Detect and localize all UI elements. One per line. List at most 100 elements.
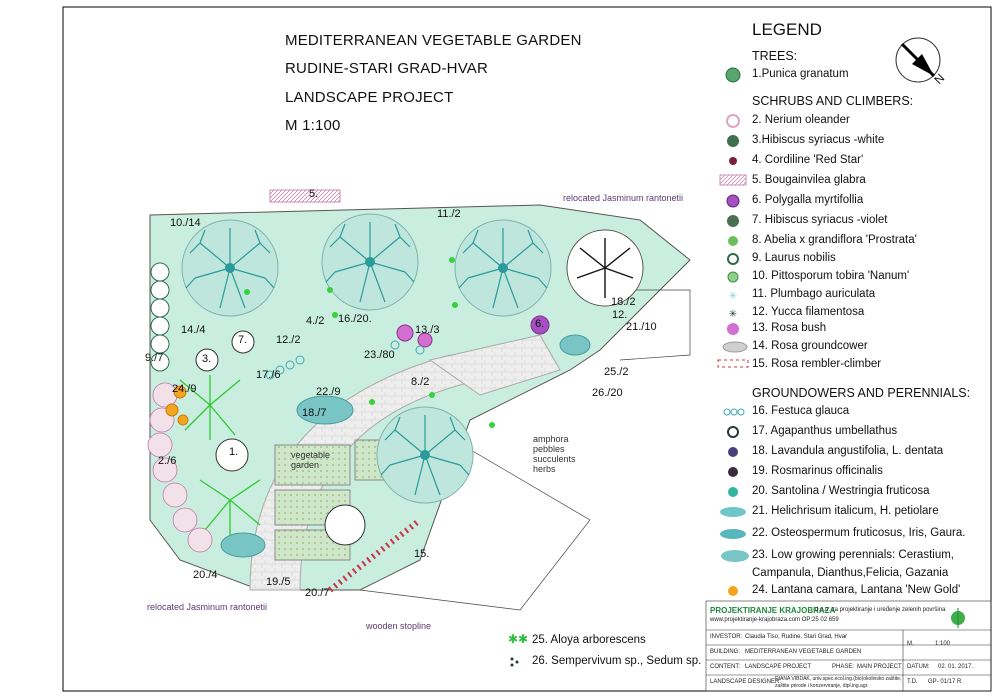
plan-label-12: 12./2 bbox=[276, 334, 301, 346]
amphora-label-2: pebbles bbox=[533, 444, 565, 454]
plan-label-16: 16./20. bbox=[338, 313, 372, 325]
legend-item-15: 15. Rosa rembler-climber bbox=[752, 358, 882, 370]
plan-label-10: 10./14 bbox=[170, 217, 201, 229]
plan-label-6: 6. bbox=[535, 318, 545, 330]
legend-item-4: 4. Cordiline 'Red Star' bbox=[752, 154, 864, 166]
veg-plot-1 bbox=[274, 444, 351, 486]
company-subtitle: d.o.o. za projektiranje i uređenje zelen… bbox=[815, 607, 946, 613]
svg-text:✳: ✳ bbox=[729, 309, 737, 320]
plan-label-11: 11./2 bbox=[437, 208, 461, 220]
designer-label: LANDSCAPE DESIGNER: bbox=[710, 679, 782, 685]
title-block-grid bbox=[705, 600, 992, 692]
legend-item-22: 22. Osteospermum fruticosus, Iris, Gaura… bbox=[752, 527, 966, 539]
legend-item-21: 21. Helichrisum italicum, H. petiolare bbox=[752, 505, 939, 517]
plan-label-9: 9./7 bbox=[145, 352, 164, 364]
tree-dark bbox=[566, 229, 644, 307]
shrub-circles bbox=[195, 330, 366, 546]
scale-value: 1:100 bbox=[935, 641, 951, 647]
designer-value-2: zaštite prirode i konzerviranje, dipl.in… bbox=[775, 683, 869, 689]
plan-label-4: 4./2 bbox=[306, 315, 325, 327]
legend-item-8: 8. Abelia x grandiflora 'Prostrata' bbox=[752, 234, 917, 246]
title-line-3: LANDSCAPE PROJECT bbox=[285, 89, 454, 106]
company-name: PROJEKTIRANJE KRAJOBRAZA bbox=[710, 606, 836, 615]
company-logo bbox=[951, 608, 965, 628]
plan-label-3: 3. bbox=[202, 353, 212, 365]
tree-4 bbox=[376, 406, 474, 504]
phase-label: PHASE: bbox=[832, 664, 855, 670]
legend-item-16: 16. Festuca glauca bbox=[752, 405, 850, 417]
bougainvillea-top bbox=[269, 189, 341, 203]
title-scale: M 1:100 bbox=[285, 117, 341, 134]
plan-label-1: 1. bbox=[229, 446, 239, 458]
plan-label-21: 21./10 bbox=[626, 321, 657, 333]
perennial-patches bbox=[220, 334, 591, 558]
legend-item-13: 13. Rosa bush bbox=[752, 322, 827, 334]
plan-label-18: 18./7 bbox=[302, 407, 327, 419]
lantana bbox=[165, 385, 189, 426]
legend-item-3: 3.Hibiscus syriacus -white bbox=[752, 134, 885, 146]
left-hedge bbox=[150, 262, 170, 372]
legend-item-23: 23. Low growing perennials: Cerastium, bbox=[752, 549, 954, 561]
legend-item-20: 20. Santolina / Westringia fruticosa bbox=[752, 485, 930, 497]
designer-value: DIANA VIBDAK, univ.spec.ecol.ing.(bio)ok… bbox=[775, 676, 902, 682]
scale-label: M. bbox=[907, 641, 914, 647]
amphora-label-4: herbs bbox=[533, 464, 556, 474]
plan-label-20a: 20./4 bbox=[193, 569, 218, 581]
legend-section-groundcovers: GROUNDOWERS AND PERENNIALS: bbox=[752, 386, 971, 400]
festuca bbox=[265, 340, 425, 380]
title-line-2: RUDINE-STARI GRAD-HVAR bbox=[285, 60, 489, 77]
green-trees bbox=[179, 375, 261, 540]
plan-label-23: 23./80 bbox=[364, 349, 395, 361]
tree-2 bbox=[321, 213, 419, 311]
phase-value: MAIN PROJECT bbox=[857, 664, 902, 670]
wooden-stopline-label: wooden stopline bbox=[366, 621, 432, 631]
vegetable-garden-label-2: garden bbox=[291, 460, 320, 470]
building-value: MEDITERRANEAN VEGETABLE GARDEN bbox=[745, 649, 862, 655]
amphora-label-1: amphora bbox=[533, 434, 569, 444]
investor-value: Claudia Tiso, Rudine, Stari Grad, Hvar bbox=[745, 634, 848, 640]
plan-label-12b: 12. bbox=[612, 309, 628, 321]
legend-item-1: 1.Punica granatum bbox=[752, 68, 849, 80]
legend-item-10: 10. Pittosporum tobira 'Nanum' bbox=[752, 270, 910, 282]
legend-item-14: 14. Rosa groundcower bbox=[752, 340, 868, 352]
plan-label-20b: 20./7 bbox=[305, 587, 330, 599]
legend-item-25: 25. Aloya arborescens bbox=[532, 634, 646, 646]
plan-label-13: 13./3 bbox=[415, 324, 440, 336]
date-value: 02. 01. 2017. bbox=[938, 664, 974, 670]
plan-label-26: 26./20 bbox=[592, 387, 623, 399]
plan-label-22: 22./9 bbox=[316, 386, 341, 398]
legend-icons: ✳ ✳ ✱✱ bbox=[508, 67, 749, 667]
legend-section-trees: TREES: bbox=[752, 49, 798, 63]
tree-3 bbox=[454, 219, 552, 317]
tree-1 bbox=[181, 219, 279, 317]
pink-shrubs bbox=[396, 315, 550, 348]
terrace-lines bbox=[359, 289, 691, 611]
plan-label-18b: 18./2 bbox=[611, 296, 636, 308]
plan-label-15: 15. bbox=[414, 548, 430, 560]
green-dots bbox=[244, 257, 495, 428]
plan-label-5: 5. bbox=[309, 188, 319, 200]
vegetable-garden-label-1: vegetable bbox=[291, 450, 331, 460]
legend-item-24: 24. Lantana camara, Lantana 'New Gold' bbox=[752, 584, 961, 596]
compass-rose bbox=[895, 37, 941, 83]
plan-label-2: 2./6 bbox=[158, 455, 177, 467]
title-line-1: MEDITERRANEAN VEGETABLE GARDEN bbox=[285, 32, 582, 49]
legend-item-26: 26. Sempervivum sp., Sedum sp. bbox=[532, 655, 702, 667]
td-value: GP- 01/17 R bbox=[928, 679, 962, 685]
legend-item-18: 18. Lavandula angustifolia, L. dentata bbox=[752, 445, 944, 457]
content-label: CONTENT: bbox=[710, 664, 740, 670]
building-label: BUILDING: bbox=[710, 649, 741, 655]
legend-item-11: 11. Plumbago auriculata bbox=[752, 288, 876, 300]
legend-item-2: 2. Nerium oleander bbox=[752, 114, 850, 126]
stone-path-2 bbox=[428, 334, 561, 396]
svg-text:✳: ✳ bbox=[729, 291, 737, 302]
legend-item-6: 6. Polygalla myrtifollia bbox=[752, 194, 864, 206]
relocated-jasmine-top: relocated Jasminum rantonetii bbox=[563, 193, 684, 203]
legend-item-23-cont: Campanula, Dianthus,Felicia, Gazania bbox=[752, 567, 949, 579]
company-web: www.projektiranje-krajobraza.com OP:25 0… bbox=[710, 617, 839, 623]
legend-heading: LEGEND bbox=[752, 20, 822, 39]
legend-item-9: 9. Laurus nobilis bbox=[752, 252, 836, 264]
rosa-climber bbox=[328, 517, 422, 593]
